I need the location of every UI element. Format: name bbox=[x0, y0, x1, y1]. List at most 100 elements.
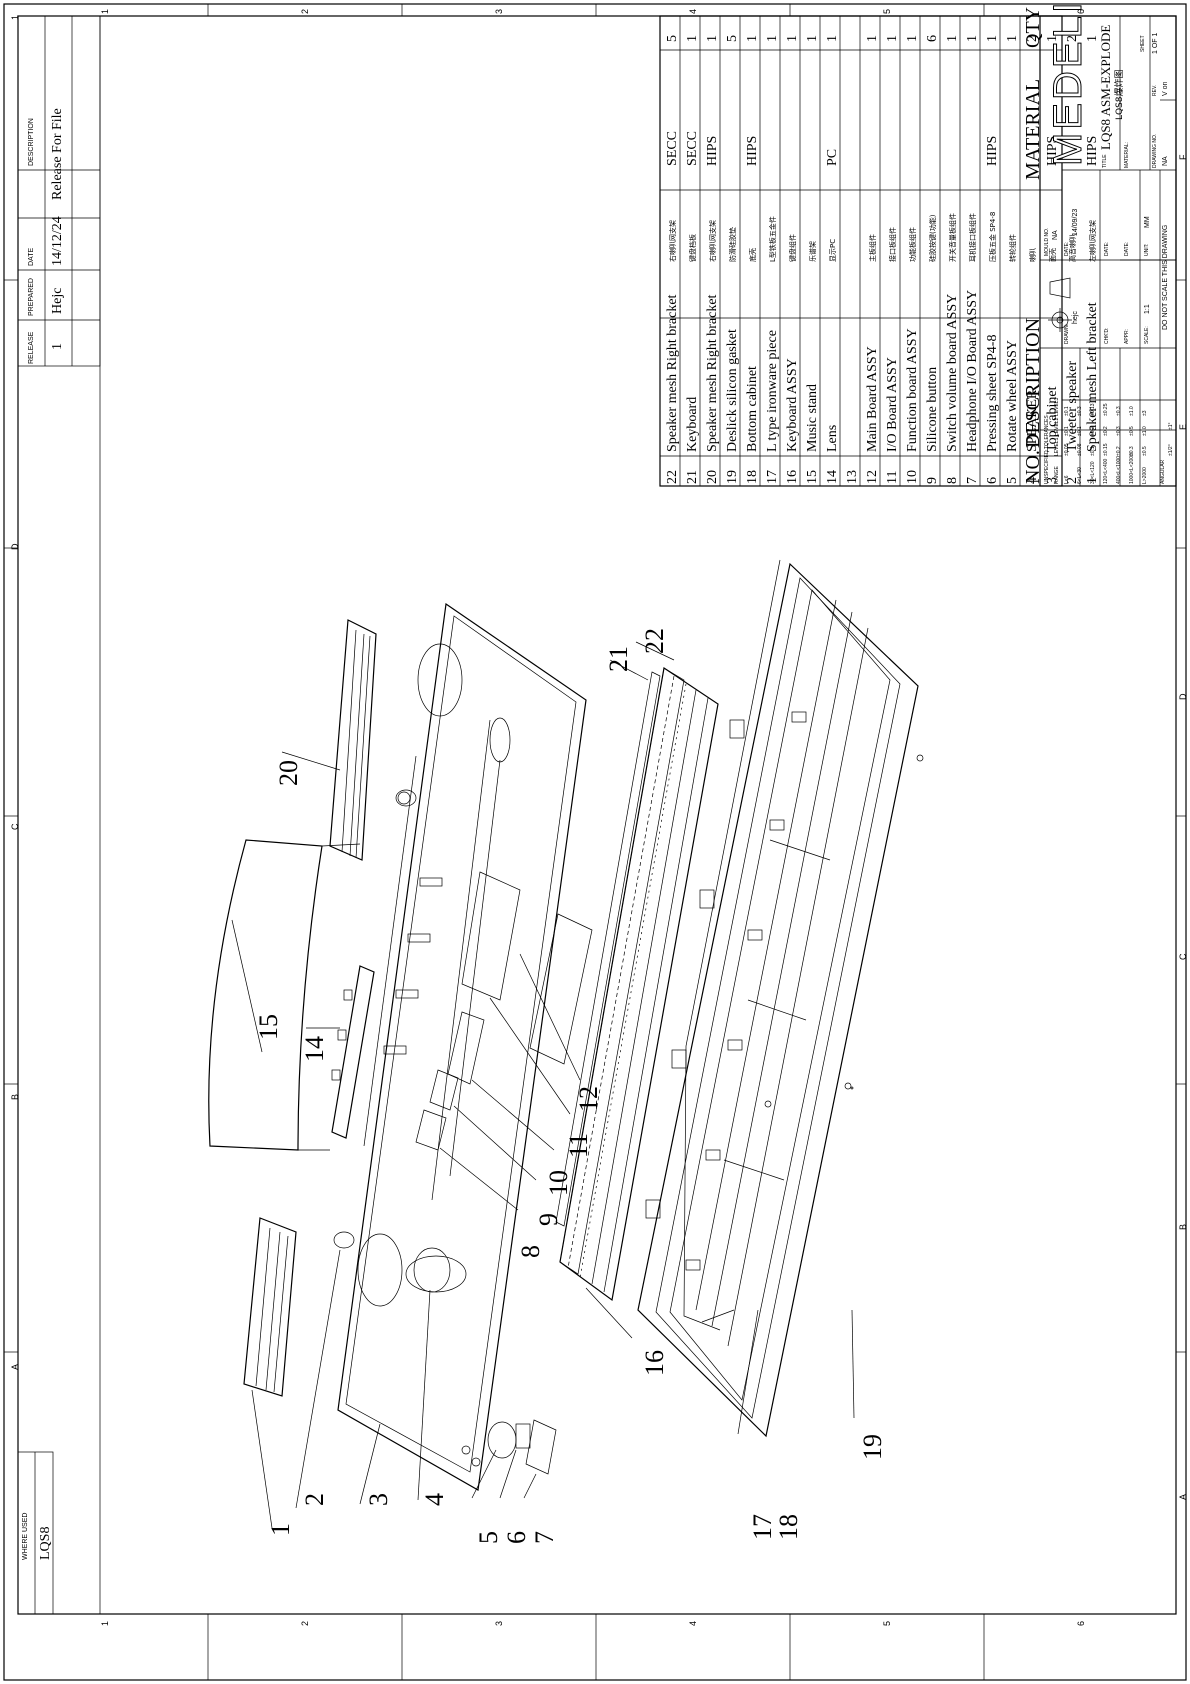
bom-row-qty: 1 bbox=[765, 35, 780, 42]
bom-row-description-cn: 显示PC bbox=[829, 238, 837, 262]
bom-header-qty: QTY bbox=[1022, 6, 1044, 48]
callout-10: 10 bbox=[544, 1170, 573, 1196]
tol-value: ±0.2 bbox=[1103, 426, 1109, 436]
tol-value: ±0.1 bbox=[1090, 446, 1096, 456]
top-cabinet bbox=[337, 602, 587, 1491]
io-board bbox=[461, 871, 521, 1001]
callout-21: 21 bbox=[604, 646, 633, 672]
zone-letter-c: C bbox=[10, 823, 20, 831]
callout-6: 6 bbox=[502, 1531, 531, 1544]
mould-no-value: NA bbox=[1052, 230, 1059, 240]
bom-row-description: Silicone button bbox=[925, 366, 940, 452]
silicone-button bbox=[429, 1069, 459, 1111]
bom-row-qty: 1 bbox=[705, 35, 720, 42]
rev-header-description: DESCRIPTION bbox=[28, 118, 35, 166]
bom-row-no: 10 bbox=[905, 470, 920, 484]
bom-row-qty: 1 bbox=[745, 35, 760, 42]
bom-row-description-cn: 开关音量板组件 bbox=[949, 213, 957, 262]
bom-row-description-cn: 转轮组件 bbox=[1009, 234, 1017, 262]
appr-date-label: DATE: bbox=[1124, 241, 1130, 256]
bom-row-no: 14 bbox=[825, 470, 840, 484]
callout-4: 4 bbox=[420, 1493, 449, 1506]
tol-value: ±1.0 bbox=[1142, 426, 1148, 436]
mould-no-label: MOULD NO. bbox=[1044, 227, 1050, 256]
inner-border bbox=[17, 15, 1177, 1615]
bom-row-no: 17 bbox=[765, 470, 780, 484]
gasket bbox=[844, 1082, 852, 1090]
bom-row-material: SECC bbox=[685, 130, 700, 166]
zone-letter-d: D bbox=[10, 543, 20, 551]
zone-number-bottom-3: 3 bbox=[494, 1620, 504, 1626]
zone-number-top-2: 2 bbox=[300, 8, 310, 14]
tol-angular-2: ±1° bbox=[1168, 422, 1174, 430]
callout-3: 3 bbox=[364, 1493, 393, 1506]
bom-row-qty: 1 bbox=[945, 35, 960, 42]
bom-row-material: PC bbox=[825, 148, 840, 166]
rev-label: REV. bbox=[1152, 84, 1158, 96]
bom-row-qty: 5 bbox=[665, 35, 680, 42]
speaker bbox=[405, 1255, 467, 1293]
sheet-label: SHEET bbox=[1140, 35, 1146, 52]
zone-ticks bbox=[4, 4, 1186, 1680]
tol-value: ±0.25 bbox=[1103, 403, 1109, 416]
chkd-label: CHK'D: bbox=[1104, 327, 1110, 344]
drawing-no-label: DRAWING NO. bbox=[1152, 133, 1158, 168]
bom-row-no: 18 bbox=[745, 470, 760, 484]
where-used-block bbox=[17, 1451, 54, 1615]
bom-row-description: Speaker mesh Right bracket bbox=[665, 294, 680, 452]
keyboard-strip bbox=[555, 671, 661, 1227]
bom-row-no: 7 bbox=[965, 477, 980, 484]
speaker-mesh-right bbox=[329, 619, 377, 861]
tol-value: ±0.15 bbox=[1103, 443, 1109, 456]
zone-letter-right-c: C bbox=[1178, 953, 1188, 961]
outer-border bbox=[3, 3, 1187, 1681]
bom-row-qty: 1 bbox=[905, 35, 920, 42]
callout-19: 19 bbox=[858, 1434, 887, 1460]
zone-letter-b: B bbox=[10, 1093, 20, 1100]
zone-letter-right-a: A bbox=[1178, 1493, 1188, 1500]
bom-row-description: Speaker mesh Right bracket bbox=[705, 294, 720, 452]
callout-12: 12 bbox=[574, 1086, 603, 1112]
zone-letter-right-b: B bbox=[1178, 1223, 1188, 1230]
bom-row-description-cn: 耳机接口板组件 bbox=[969, 213, 977, 262]
bom-row-qty: 6 bbox=[925, 35, 940, 42]
zone-number-top-5: 5 bbox=[882, 8, 892, 14]
tol-header: RANGE bbox=[1054, 466, 1060, 484]
tol-range: 120<L<400 bbox=[1103, 458, 1109, 484]
speaker-mesh-left bbox=[243, 1217, 297, 1397]
zone-number-top-1: 1 bbox=[100, 8, 110, 14]
tol-value: ±0.05 bbox=[1064, 443, 1070, 456]
appr-label: APPR: bbox=[1124, 328, 1130, 344]
tol-value: ±0.5 bbox=[1129, 426, 1135, 436]
bom-row-description-cn: 键盘档板 bbox=[689, 234, 697, 262]
callout-8: 8 bbox=[516, 1245, 545, 1258]
bom-row-no: 21 bbox=[685, 470, 700, 484]
tol-value: ±0.2 bbox=[1116, 446, 1122, 456]
zone-letter-a: A bbox=[10, 1363, 20, 1370]
rev-header-date: DATE bbox=[28, 247, 35, 266]
function-board bbox=[447, 1011, 485, 1085]
lens bbox=[331, 965, 375, 1139]
l-type-iron-piece bbox=[683, 559, 781, 1331]
bom-row-qty: 1 bbox=[805, 35, 820, 42]
bom-row-no: 15 bbox=[805, 470, 820, 484]
bom-row-description: Keyboard ASSY bbox=[785, 358, 800, 452]
bom-row-no: 20 bbox=[705, 470, 720, 484]
callout-18: 18 bbox=[774, 1514, 803, 1540]
no-scale-note: DO NOT SCALE THIS DRAWING bbox=[1162, 224, 1169, 330]
callout-11: 11 bbox=[564, 1132, 593, 1158]
rev-value: V on bbox=[1162, 81, 1169, 96]
zone-number-top-3: 3 bbox=[494, 8, 504, 14]
scale-value: 1:1 bbox=[1144, 304, 1151, 314]
bom-row-no: 8 bbox=[945, 477, 960, 484]
bom-row-description: Music stand bbox=[805, 383, 820, 452]
bom-row-description-cn: 主板组件 bbox=[869, 234, 877, 262]
material-label: MATERIAL: bbox=[1124, 141, 1130, 168]
zone-letter-right-d: D bbox=[1178, 693, 1188, 701]
bom-row-material: HIPS bbox=[705, 135, 720, 166]
bom-row-description: Switch volume board ASSY bbox=[945, 293, 960, 452]
tol-value: ±0.1 bbox=[1077, 426, 1083, 436]
zone-number-bottom-2: 2 bbox=[300, 1620, 310, 1626]
zone-number-bottom-6: 6 bbox=[1076, 1620, 1086, 1626]
tol-range: 400<L<1000 bbox=[1116, 455, 1122, 484]
